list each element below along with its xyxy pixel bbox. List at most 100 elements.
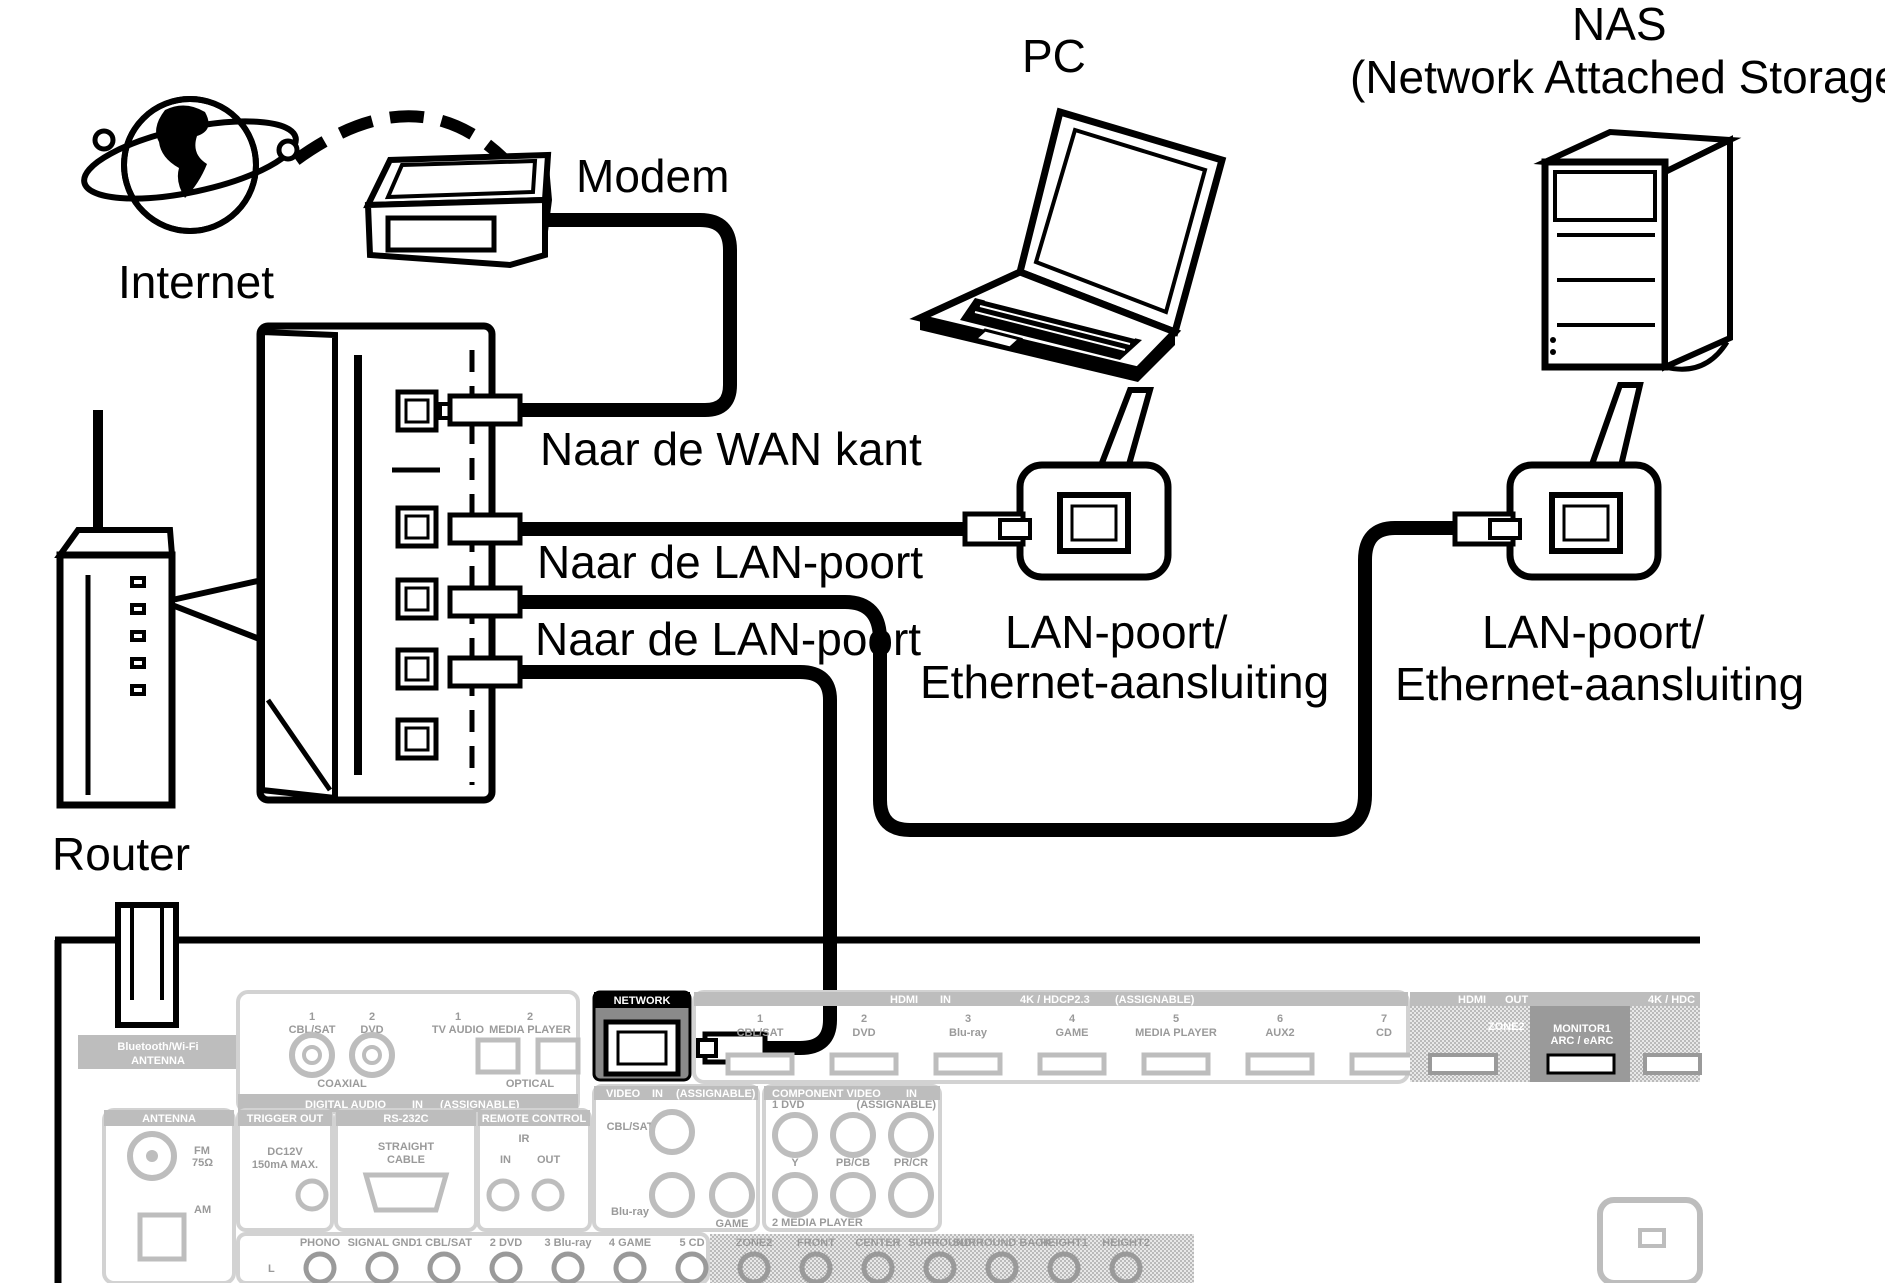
- analog-input-jack: [985, 1251, 1019, 1283]
- trigger-spec-1: DC12V: [267, 1146, 303, 1158]
- router-ports-callout: [256, 322, 523, 804]
- component-1-label: 1 DVD: [772, 1099, 804, 1111]
- hdmi-input-number: 2: [861, 1013, 867, 1025]
- hdmi-input-number: 5: [1173, 1013, 1179, 1025]
- hdmi-out-label: HDMI: [1458, 994, 1486, 1006]
- hdmi-socket: [1349, 1052, 1419, 1076]
- component-in-tag: IN: [906, 1088, 917, 1100]
- hdmi-input-name: DVD: [852, 1027, 875, 1039]
- hdmi-input-number: 1: [757, 1013, 763, 1025]
- hdmi-input-number: 7: [1381, 1013, 1387, 1025]
- hdmi-input-number: 3: [965, 1013, 971, 1025]
- analog-input-jack: [365, 1251, 399, 1283]
- bt-antenna-label-2: ANTENNA: [131, 1055, 185, 1067]
- wan-cable: [520, 213, 737, 417]
- trigger-spec-2: 150mA MAX.: [252, 1159, 318, 1171]
- analog-input-label: HEIGHT1: [1040, 1237, 1088, 1249]
- video-label: VIDEO: [606, 1088, 641, 1100]
- router-plug-lan-2: [447, 585, 523, 619]
- router-plug-wan: [438, 393, 523, 427]
- hdmi-in-label: HDMI: [890, 994, 918, 1006]
- da-input-num: 2: [527, 1011, 533, 1023]
- optical-label: OPTICAL: [506, 1078, 555, 1090]
- bt-antenna-label-1: Bluetooth/Wi-Fi: [117, 1041, 198, 1053]
- zone2-label: ZONE2: [1488, 1021, 1525, 1033]
- antenna-group: ANTENNA FM 75Ω AM: [102, 1108, 236, 1283]
- hdmi-socket: [933, 1052, 1003, 1076]
- digital-audio-group: DIGITAL AUDIO IN (ASSIGNABLE) 1 CBL/SAT …: [236, 990, 581, 1114]
- da-input-num: 1: [309, 1011, 315, 1023]
- ir-in-label: IN: [500, 1154, 511, 1166]
- receiver-cable: [520, 665, 837, 1055]
- hdmi-socket: [1037, 1052, 1107, 1076]
- network-label: NETWORK: [614, 995, 671, 1007]
- remote-control-group: REMOTE CONTROL IR IN OUT: [476, 1108, 592, 1232]
- digital-audio-in: IN: [412, 1099, 423, 1111]
- hdmi-input-name: GAME: [1056, 1027, 1089, 1039]
- ir-out-label: OUT: [537, 1154, 561, 1166]
- analog-input-jack: [489, 1251, 523, 1283]
- component-2-label: 2 MEDIA PLAYER: [772, 1217, 863, 1229]
- hdmi-in-group: HDMI IN 4K / HDCP2.3 (ASSIGNABLE) 1CBL/S…: [692, 990, 1419, 1084]
- comp-pb-label: PB/CB: [836, 1157, 870, 1169]
- hdmi-socket: [1141, 1052, 1211, 1076]
- pc-port-label-1: LAN-poort/: [1005, 606, 1228, 658]
- hdmi-input-name: CBL/SAT: [737, 1027, 784, 1039]
- hdmi-socket: [725, 1052, 795, 1076]
- analog-input-label: 2 DVD: [490, 1237, 522, 1249]
- receiver-rear-panel: Bluetooth/Wi-Fi ANTENNA DIGITAL AUDIO IN…: [54, 902, 1703, 1283]
- router-plug-lan-3: [447, 655, 523, 689]
- trigger-out-group: TRIGGER OUT DC12V 150mA MAX.: [236, 1108, 334, 1232]
- analog-input-label: PHONO: [300, 1237, 341, 1249]
- analog-input-jack: [675, 1251, 709, 1283]
- power-inlet: [1597, 1197, 1703, 1283]
- analog-input-jack: [427, 1251, 461, 1283]
- hdmi-socket: [1245, 1052, 1315, 1076]
- wan-side-label: Naar de WAN kant: [540, 423, 922, 475]
- hdmi-out-group: HDMI OUT 4K / HDC ZONE2 MONITOR1 ARC / e…: [1410, 992, 1702, 1082]
- analog-input-label: CENTER: [855, 1237, 900, 1249]
- nas-port-label-1: LAN-poort/: [1482, 606, 1705, 658]
- hdmi-input-number: 6: [1277, 1013, 1283, 1025]
- analog-input-label: 4 GAME: [609, 1237, 651, 1249]
- analog-input-label: SIGNAL GND: [348, 1237, 417, 1249]
- rs232c-group: RS-232C STRAIGHT CABLE: [334, 1108, 478, 1232]
- laptop-icon: [909, 107, 1227, 382]
- hdmi-input-name: Blu-ray: [949, 1027, 988, 1039]
- video-assignable: (ASSIGNABLE): [676, 1088, 756, 1100]
- globe-icon: [81, 96, 300, 234]
- da-input-name: TV AUDIO: [432, 1024, 485, 1036]
- am-label: AM: [194, 1204, 211, 1216]
- nas-port-callout: [1452, 382, 1662, 581]
- router-lan-port-1: [395, 505, 439, 549]
- router-lan-port-3: [395, 647, 439, 691]
- da-input-num: 2: [369, 1011, 375, 1023]
- nas-icon: [1533, 128, 1742, 372]
- fm-ohm-label: 75Ω: [192, 1157, 213, 1169]
- analog-input-label: SURROUND BACK: [953, 1237, 1051, 1249]
- pc-port-label-2: Ethernet-aansluiting: [920, 656, 1329, 708]
- hdmi-input-name: CD: [1376, 1027, 1392, 1039]
- analog-input-label: 3 Blu-ray: [544, 1237, 592, 1249]
- da-input-name: CBL/SAT: [289, 1024, 336, 1036]
- remote-control-label: REMOTE CONTROL: [482, 1113, 587, 1125]
- analog-input-label: SURROUND: [908, 1237, 972, 1249]
- internet-modem-link: [292, 110, 515, 170]
- component-video-label: COMPONENT VIDEO: [772, 1088, 881, 1100]
- monitor-arc-label: ARC / eARC: [1551, 1035, 1614, 1047]
- da-input-num: 1: [455, 1011, 461, 1023]
- network-port: NETWORK: [592, 990, 692, 1082]
- analog-input-jack: [861, 1251, 895, 1283]
- straight-cable-2: CABLE: [387, 1154, 425, 1166]
- pc-label: PC: [1022, 30, 1086, 82]
- ir-label: IR: [519, 1133, 530, 1145]
- nas-plug: [1452, 511, 1522, 547]
- analog-input-jack: [799, 1251, 833, 1283]
- video-input-name: CBL/SAT: [607, 1121, 654, 1133]
